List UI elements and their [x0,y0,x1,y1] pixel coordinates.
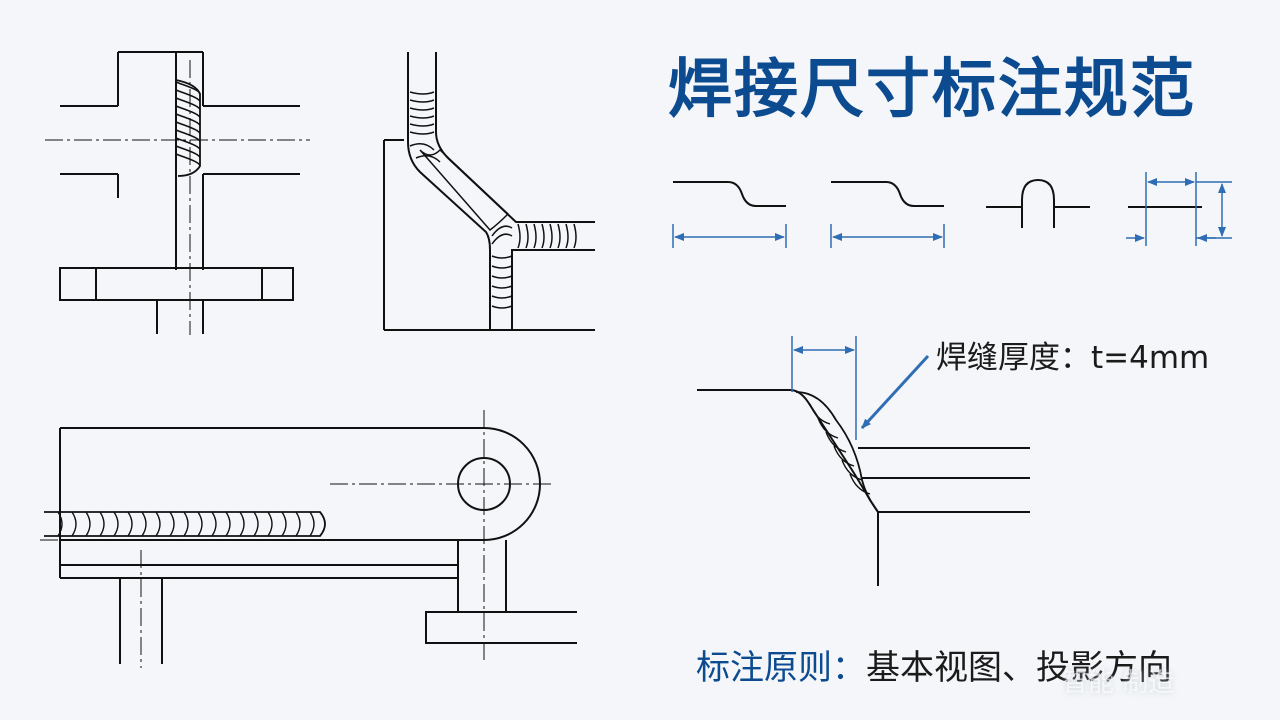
bent-joint-view [383,52,595,331]
watermark: 智能 制造 [1062,668,1175,698]
principle-label: 标注原则： [696,648,866,688]
principle-text: 基本视图、投影方向 [866,648,1172,688]
step-symbol-1 [673,181,786,207]
hinge-lever-view [40,410,577,668]
weld-symbol-row [672,172,1232,248]
weld-detail-view [697,336,1030,586]
bump-symbol [986,178,1090,228]
annotation-principle: 标注原则：基本视图、投影方向 [696,640,1172,689]
step-symbol-2 [831,181,944,207]
page-title: 焊接尺寸标注规范 [668,53,1196,127]
weld-thickness-label: 焊缝厚度：t=4mm [936,340,1210,376]
t-joint-view [45,51,310,335]
